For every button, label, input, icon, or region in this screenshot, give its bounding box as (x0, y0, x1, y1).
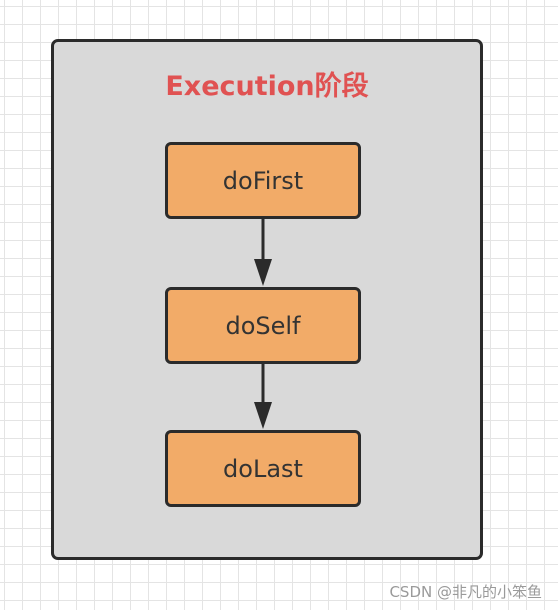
node-do-first: doFirst (165, 142, 361, 219)
node-do-self: doSelf (165, 287, 361, 364)
stage-title: Execution阶段 (165, 71, 369, 102)
watermark: CSDN @非凡的小笨鱼 (389, 583, 542, 601)
node-do-last: doLast (165, 430, 361, 507)
